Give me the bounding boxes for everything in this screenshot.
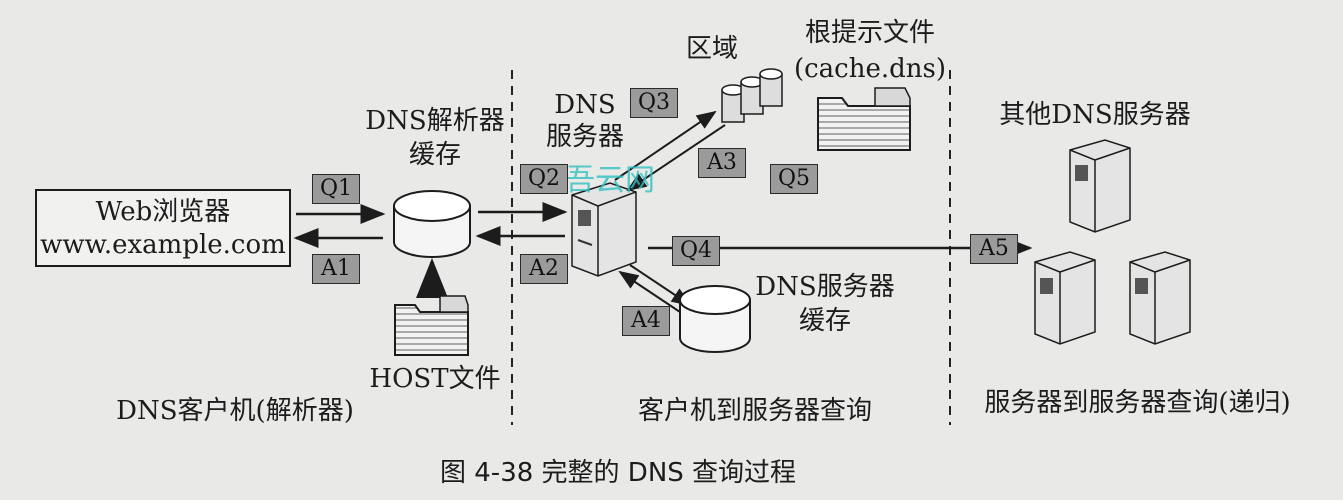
section-client: DNS客户机(解析器)	[116, 396, 354, 426]
a4-arrow	[618, 270, 681, 313]
resolver-cache-cylinder	[393, 190, 471, 258]
msg-q3: Q3	[630, 88, 678, 118]
watermark: 吾云网	[565, 163, 655, 198]
msg-a2: A2	[520, 254, 568, 284]
dns-server-label-line1: DNS	[554, 90, 616, 120]
a3-arrow	[626, 124, 726, 192]
section-client-to-server: 客户机到服务器查询	[637, 396, 872, 426]
server-cache-label-line1: DNS服务器	[755, 272, 895, 302]
root-hints-folder	[817, 87, 911, 151]
msg-a3: A3	[698, 148, 746, 178]
server-cache-cylinder	[679, 285, 751, 353]
dns-server-tower	[571, 182, 637, 277]
browser-label-line2: www.example.com	[40, 230, 286, 260]
resolver-cache-label-line1: DNS解析器	[365, 106, 505, 136]
root-hints-label-line2: (cache.dns)	[793, 54, 947, 84]
host-file-label: HOST文件	[369, 364, 501, 394]
msg-q4: Q4	[672, 236, 720, 266]
section-server-to-server: 服务器到服务器查询(递归)	[984, 388, 1291, 418]
zone-label: 区域	[685, 34, 738, 64]
other-server-2	[1034, 251, 1096, 345]
resolver-cache-label-line2: 缓存	[408, 140, 461, 170]
server-cache-label-line2: 缓存	[798, 306, 851, 336]
figure-caption: 图 4-38 完整的 DNS 查询过程	[440, 458, 797, 488]
msg-q1: Q1	[312, 174, 360, 204]
browser-label-line1: Web浏览器	[95, 197, 231, 227]
browser-box	[35, 189, 291, 267]
msg-a1: A1	[312, 254, 360, 284]
msg-q2: Q2	[520, 164, 568, 194]
dns-server-label-line2: 服务器	[545, 122, 624, 152]
other-server-3	[1129, 251, 1191, 345]
root-hints-label-line1: 根提示文件	[804, 18, 935, 48]
other-servers-label: 其他DNS服务器	[999, 100, 1191, 130]
host-file-folder	[394, 295, 469, 356]
msg-q5: Q5	[770, 164, 818, 194]
zone-databases	[721, 68, 783, 123]
msg-a5: A5	[970, 234, 1018, 264]
q3-arrow	[614, 110, 717, 181]
other-server-1	[1069, 139, 1131, 233]
msg-a4: A4	[622, 306, 670, 336]
